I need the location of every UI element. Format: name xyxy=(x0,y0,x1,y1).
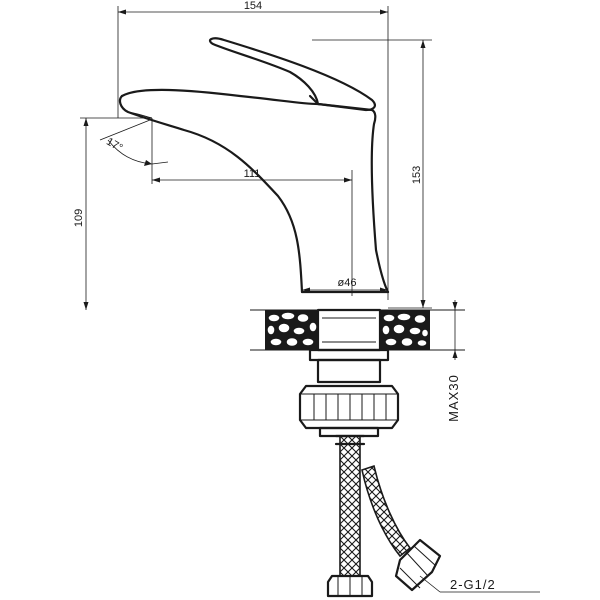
dimension-spout-height: 109 xyxy=(73,117,150,310)
dimension-total-width: 154 xyxy=(117,0,389,300)
max-thickness-label: MAX30 xyxy=(446,374,461,422)
hose-nut-left xyxy=(326,574,374,598)
braided-hose-right xyxy=(361,464,412,558)
hose-thread-label: 2-G1/2 xyxy=(450,577,496,592)
dimension-total-height: 153 xyxy=(312,39,432,309)
braided-hose-left xyxy=(334,434,366,577)
dimension-spout-reach: 111 xyxy=(151,118,353,296)
mounting-shank xyxy=(308,308,390,384)
countertop-pebbles xyxy=(266,311,430,348)
countertop-section xyxy=(250,309,465,351)
hose-nut-right xyxy=(394,538,442,592)
base-diameter-label: ø46 xyxy=(338,277,357,289)
dimension-base-diameter: ø46 xyxy=(302,277,388,293)
spout-height-label: 109 xyxy=(73,209,85,227)
dimension-hose-thread: 2-G1/2 xyxy=(419,575,540,593)
spout-angle-label: 17° xyxy=(104,136,124,155)
spout-reach-label: 111 xyxy=(244,168,261,180)
lock-nut xyxy=(298,384,400,438)
total-width-label: 154 xyxy=(244,0,262,12)
faucet-body xyxy=(118,37,390,294)
dimension-max-thickness: MAX30 xyxy=(446,300,461,422)
total-height-label: 153 xyxy=(411,166,423,184)
dimension-spout-angle: 17° xyxy=(99,119,169,166)
